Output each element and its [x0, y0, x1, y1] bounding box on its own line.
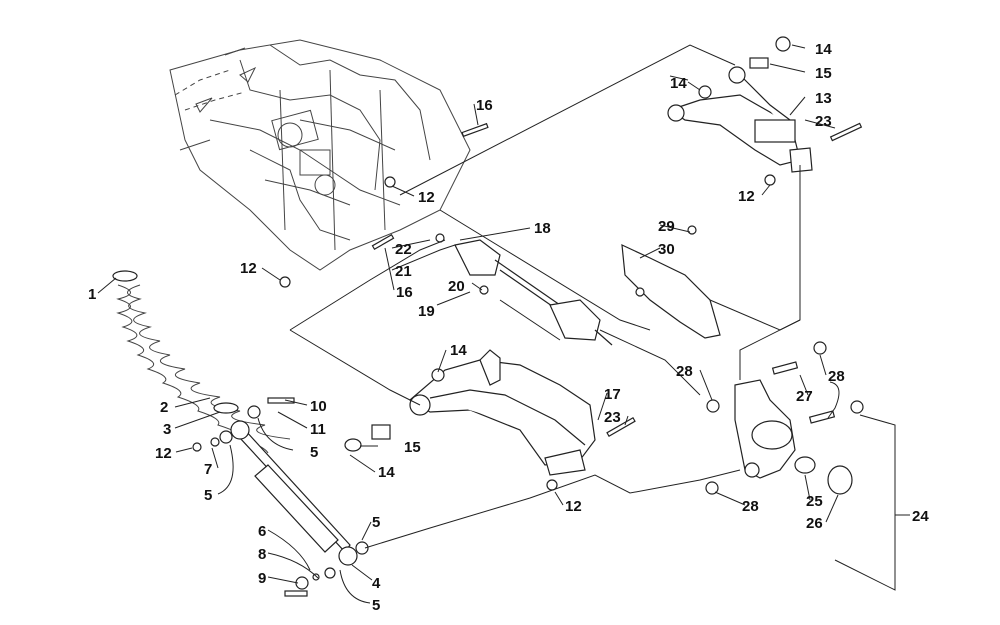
callout-12-frame-center: 12: [418, 189, 435, 206]
callout-14-lower-left: 14: [378, 464, 395, 481]
callout-16-top: 16: [476, 97, 493, 114]
spindle-knuckle: [705, 341, 864, 495]
shock-absorber: [192, 397, 369, 597]
callout-8: 8: [258, 546, 266, 563]
callout-21: 21: [395, 263, 412, 280]
callout-10: 10: [310, 398, 327, 415]
callout-3: 3: [163, 421, 171, 438]
callout-20: 20: [448, 278, 465, 295]
callout-29: 29: [658, 218, 675, 235]
callout-13: 13: [815, 90, 832, 107]
callout-27: 27: [796, 388, 813, 405]
callout-14-upper-left: 14: [670, 75, 687, 92]
callout-15-lower: 15: [404, 439, 421, 456]
callout-12-frame-left: 12: [240, 260, 257, 277]
callout-5-lower-top: 5: [372, 514, 380, 531]
chassis-frame: [169, 39, 471, 271]
callout-26: 26: [806, 515, 823, 532]
callout-12-lower-arm: 12: [565, 498, 582, 515]
callout-6: 6: [258, 523, 266, 540]
frame-hardware: [279, 122, 489, 288]
lower-a-arm: [344, 349, 636, 491]
callout-12-upper-arm: 12: [738, 188, 755, 205]
axle-guard: [621, 225, 721, 339]
callout-28-bottom: 28: [742, 498, 759, 515]
callout-2: 2: [160, 399, 168, 416]
callout-12-shock: 12: [155, 445, 172, 462]
upper-a-arm: [667, 36, 863, 186]
callout-11: 11: [310, 421, 326, 438]
assembly-lines: [289, 44, 896, 591]
drive-axle: [435, 233, 613, 346]
callout-4: 4: [372, 575, 381, 592]
callout-22: 22: [395, 241, 412, 258]
callout-19: 19: [418, 303, 435, 320]
callout-15-top: 15: [815, 65, 832, 82]
callout-5-upper: 5: [310, 444, 318, 461]
callout-23-lower: 23: [604, 409, 621, 426]
callout-14-top: 14: [815, 41, 832, 58]
callout-18: 18: [534, 220, 551, 237]
callout-1: 1: [88, 286, 96, 303]
coil-spring: [112, 270, 291, 454]
callout-17: 17: [604, 386, 621, 403]
callout-14-lower-arm: 14: [450, 342, 467, 359]
callout-24: 24: [912, 508, 929, 525]
callout-5-left: 5: [204, 487, 212, 504]
callout-23-top: 23: [815, 113, 832, 130]
callout-5-lower-bottom: 5: [372, 597, 380, 614]
callout-labels: 1 2 3 4 5 5 5 5 6 7 8 9 10 11 12 12 12 1…: [88, 41, 929, 614]
callout-16-lower: 16: [396, 284, 413, 301]
callout-25: 25: [806, 493, 823, 510]
callout-7: 7: [204, 461, 212, 478]
callout-28-right: 28: [828, 368, 845, 385]
leader-lines: [97, 44, 910, 604]
callout-9: 9: [258, 570, 266, 587]
callout-28-left: 28: [676, 363, 693, 380]
callout-30: 30: [658, 241, 675, 258]
